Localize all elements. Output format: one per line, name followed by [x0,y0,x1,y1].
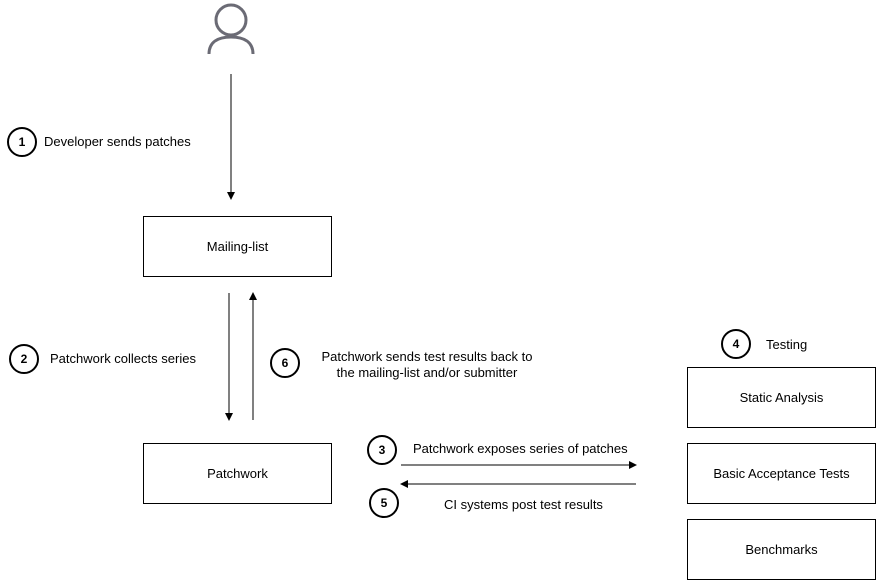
static-analysis-label: Static Analysis [739,390,824,405]
step-3-label: Patchwork exposes series of patches [413,441,628,456]
step-6-label-line-2: the mailing-list and/or submitter [336,365,518,380]
patchwork-node: Patchwork [143,443,332,504]
step-2-label: Patchwork collects series [50,351,196,366]
step-1-badge: 1 [7,127,37,157]
step-6-label-line-1: Patchwork sends test results back to [321,349,533,364]
step-6-badge: 6 [270,348,300,378]
basic-acceptance-tests-label: Basic Acceptance Tests [713,466,850,481]
step-2-badge: 2 [9,344,39,374]
step-5-badge: 5 [369,488,399,518]
step-4-label: Testing [766,337,808,352]
patchwork-label: Patchwork [207,466,268,481]
step-1-label: Developer sends patches [44,134,191,149]
step-6-label: Patchwork sends test results back to the… [304,349,550,381]
benchmarks-node: Benchmarks [687,519,876,580]
step-3-badge: 3 [367,435,397,465]
mailing-list-node: Mailing-list [143,216,332,277]
benchmarks-label: Benchmarks [745,542,818,557]
static-analysis-node: Static Analysis [687,367,876,428]
mailing-list-label: Mailing-list [206,239,269,254]
step-5-label: CI systems post test results [444,497,603,512]
step-4-badge: 4 [721,329,751,359]
user-icon [207,3,255,55]
basic-acceptance-tests-node: Basic Acceptance Tests [687,443,876,504]
